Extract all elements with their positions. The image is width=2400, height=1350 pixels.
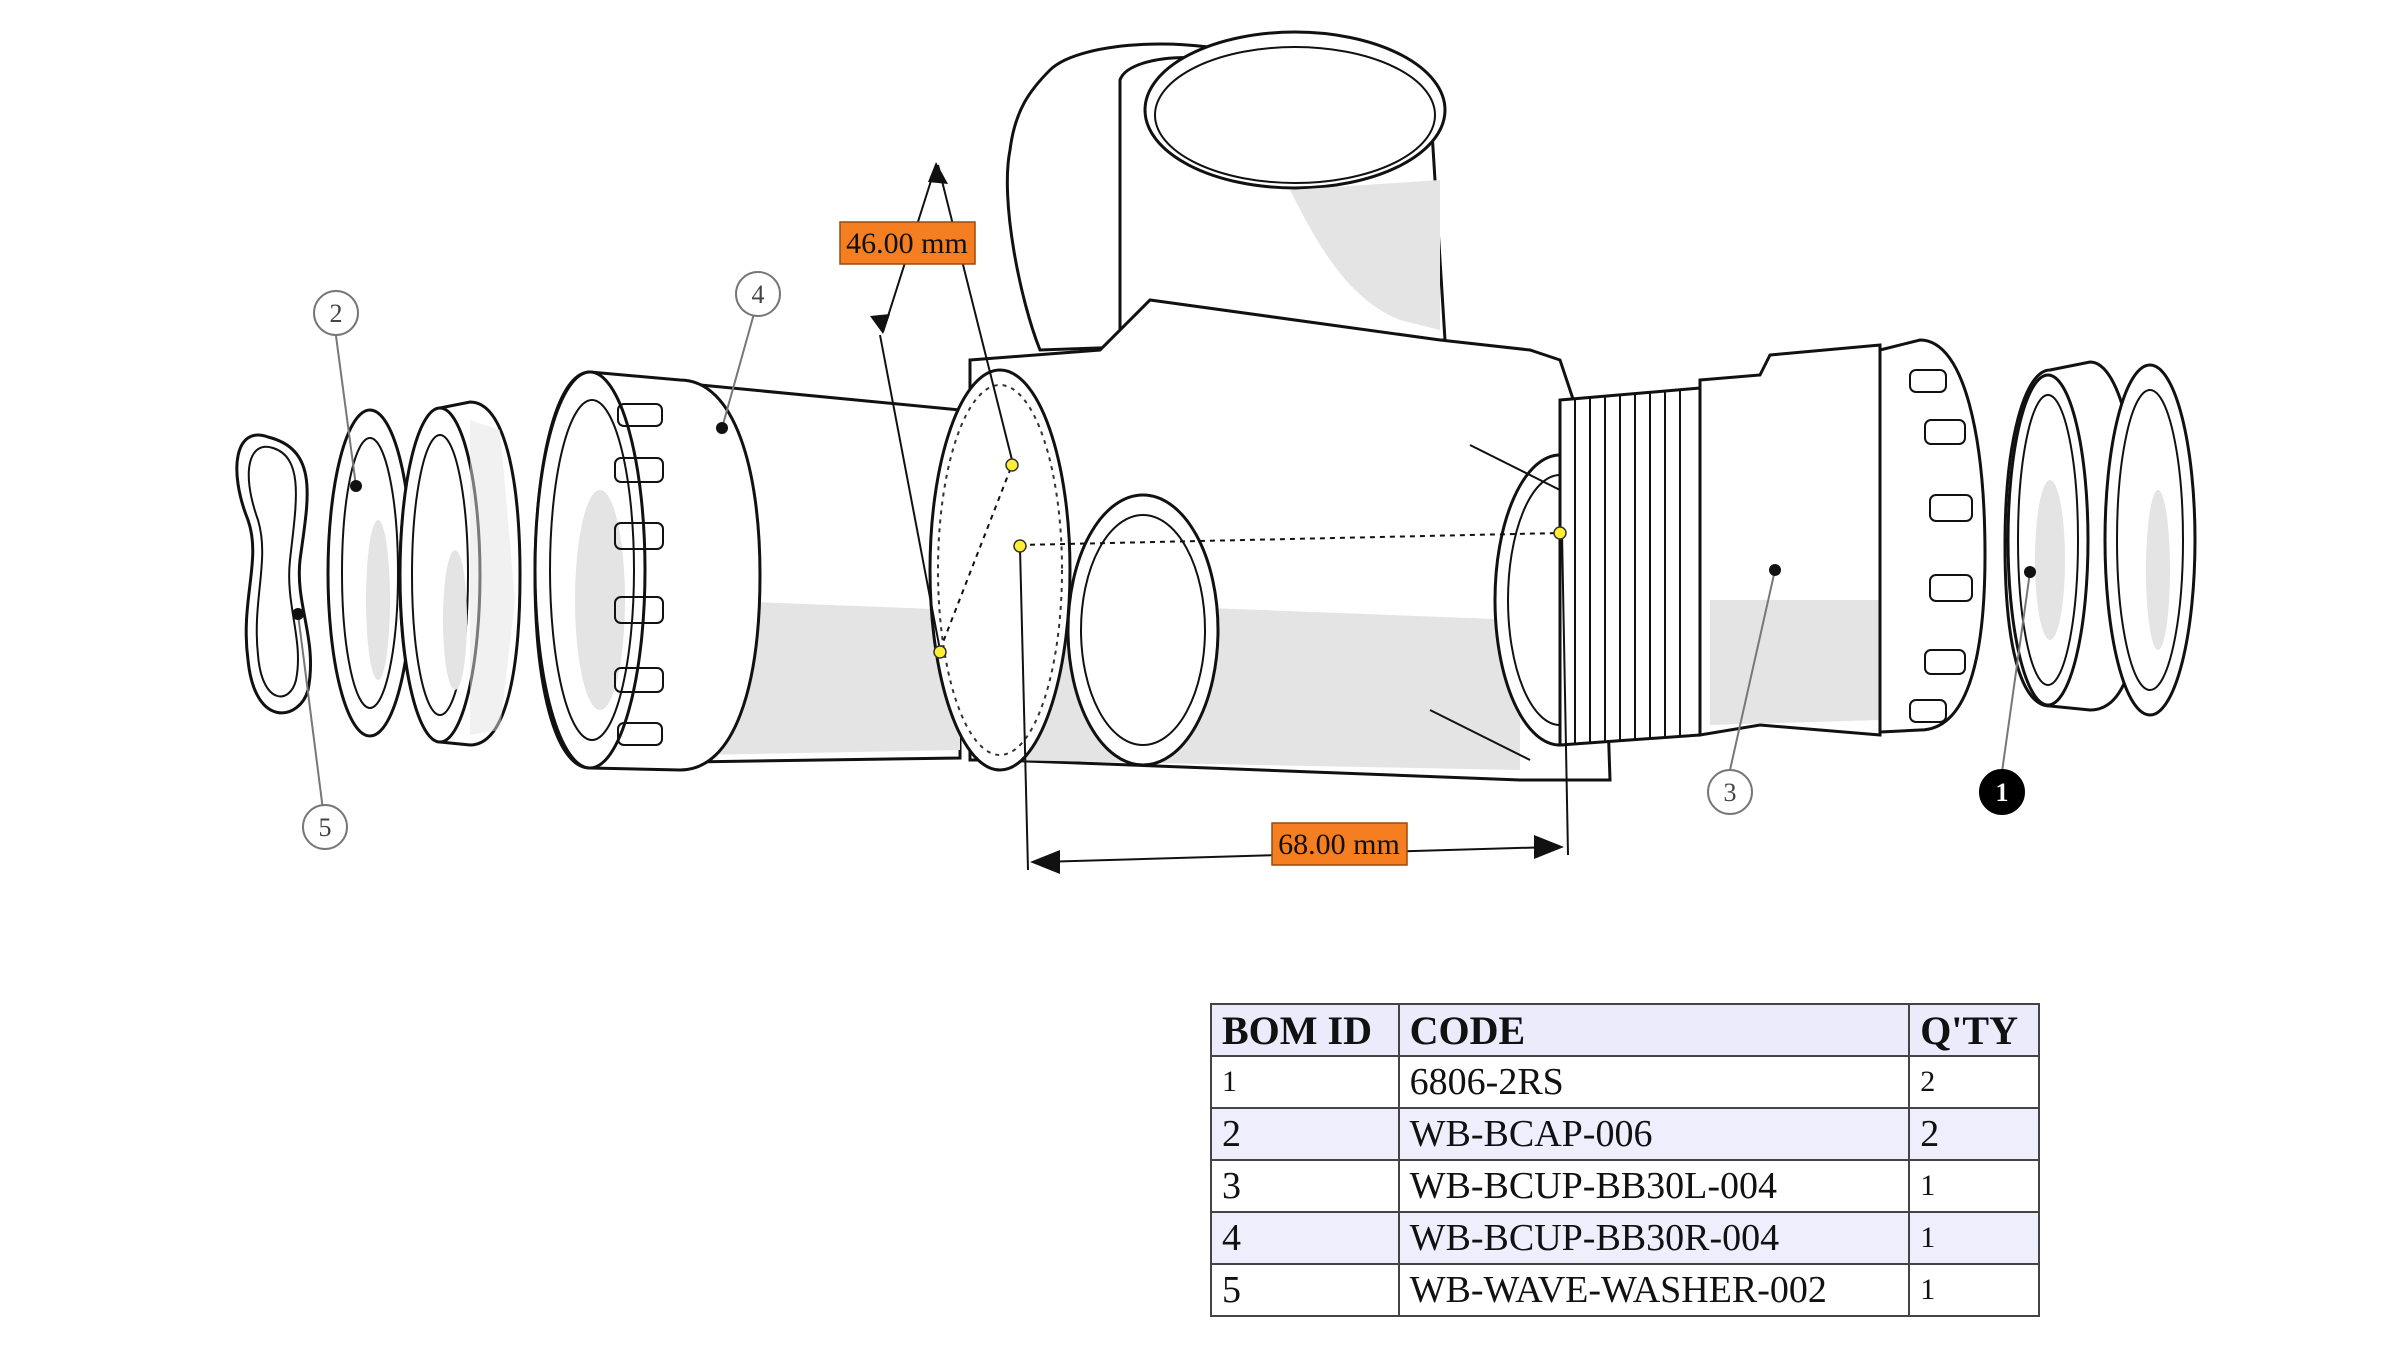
balloon-label: 4 xyxy=(752,280,765,309)
table-row[interactable]: 2 WB-BCAP-006 2 xyxy=(1210,1107,2040,1161)
wave-washer-part-5[interactable] xyxy=(235,433,313,715)
table-row[interactable]: 5 WB-WAVE-WASHER-002 1 xyxy=(1210,1263,2040,1317)
bom-code-cell: WB-BCUP-BB30L-004 xyxy=(1397,1159,1911,1213)
balloon-label: 2 xyxy=(330,299,343,328)
balloon-label: 5 xyxy=(319,813,332,842)
balloon-1[interactable]: 1 xyxy=(1979,769,2025,815)
bom-qty-cell: 1 xyxy=(1908,1159,2040,1213)
bom-qty-cell: 2 xyxy=(1908,1055,2040,1109)
balloon-leaders xyxy=(297,309,2031,811)
bom-header-id: BOM ID xyxy=(1210,1003,1400,1057)
bom-code-cell: WB-BCUP-BB30R-004 xyxy=(1397,1211,1911,1265)
balloon-3[interactable]: 3 xyxy=(1707,769,1753,815)
bom-id-cell: 1 xyxy=(1210,1055,1400,1109)
snap-point[interactable] xyxy=(1005,458,1019,472)
table-row[interactable]: 3 WB-BCUP-BB30L-004 1 xyxy=(1210,1159,2040,1213)
dimension-text: 46.00 mm xyxy=(846,227,968,260)
balloon-5[interactable]: 5 xyxy=(302,804,348,850)
bom-id-cell: 2 xyxy=(1210,1107,1400,1161)
dimension-label-68mm[interactable]: 68.00 mm xyxy=(1271,822,1408,866)
snap-point[interactable] xyxy=(933,645,947,659)
balloon-4[interactable]: 4 xyxy=(735,271,781,317)
bom-header-row: BOM ID CODE Q'TY xyxy=(1210,1003,2040,1057)
bom-code-cell: WB-WAVE-WASHER-002 xyxy=(1397,1263,1911,1317)
bom-table: BOM ID CODE Q'TY 1 6806-2RS 2 2 WB-BCAP-… xyxy=(1210,1003,2040,1317)
table-row[interactable]: 4 WB-BCUP-BB30R-004 1 xyxy=(1210,1211,2040,1265)
balloon-label: 1 xyxy=(1996,778,2009,807)
bom-header-qty: Q'TY xyxy=(1908,1003,2040,1057)
bom-code-cell: WB-BCAP-006 xyxy=(1397,1107,1911,1161)
balloon-label: 3 xyxy=(1724,778,1737,807)
right-cup-part-3[interactable] xyxy=(1558,338,1987,747)
bom-id-cell: 4 xyxy=(1210,1211,1400,1265)
leader-dots xyxy=(292,422,2036,620)
bom-id-cell: 3 xyxy=(1210,1159,1400,1213)
bom-qty-cell: 1 xyxy=(1908,1263,2040,1317)
dimension-68mm[interactable]: 68.00 mm xyxy=(1013,526,1569,874)
dimension-46mm[interactable]: 46.00 mm xyxy=(839,162,1019,659)
bom-qty-cell: 2 xyxy=(1908,1107,2040,1161)
snap-point[interactable] xyxy=(1013,539,1027,553)
bom-id-cell: 5 xyxy=(1210,1263,1400,1317)
balloon-2[interactable]: 2 xyxy=(313,290,359,336)
left-bearing[interactable] xyxy=(398,400,522,747)
bom-code-cell: 6806-2RS xyxy=(1397,1055,1911,1109)
snap-point[interactable] xyxy=(1553,526,1567,540)
dimension-text: 68.00 mm xyxy=(1278,828,1400,861)
right-seal-ring[interactable] xyxy=(2103,363,2197,717)
frame-bottom-bracket-shell[interactable] xyxy=(928,30,1627,782)
right-bearing-part-1[interactable] xyxy=(2003,360,2142,712)
dimension-label-46mm[interactable]: 46.00 mm xyxy=(839,221,976,265)
table-row[interactable]: 1 6806-2RS 2 xyxy=(1210,1055,2040,1109)
bom-qty-cell: 1 xyxy=(1908,1211,2040,1265)
left-cup-part-4[interactable] xyxy=(533,370,962,772)
bom-header-code: CODE xyxy=(1397,1003,1911,1057)
